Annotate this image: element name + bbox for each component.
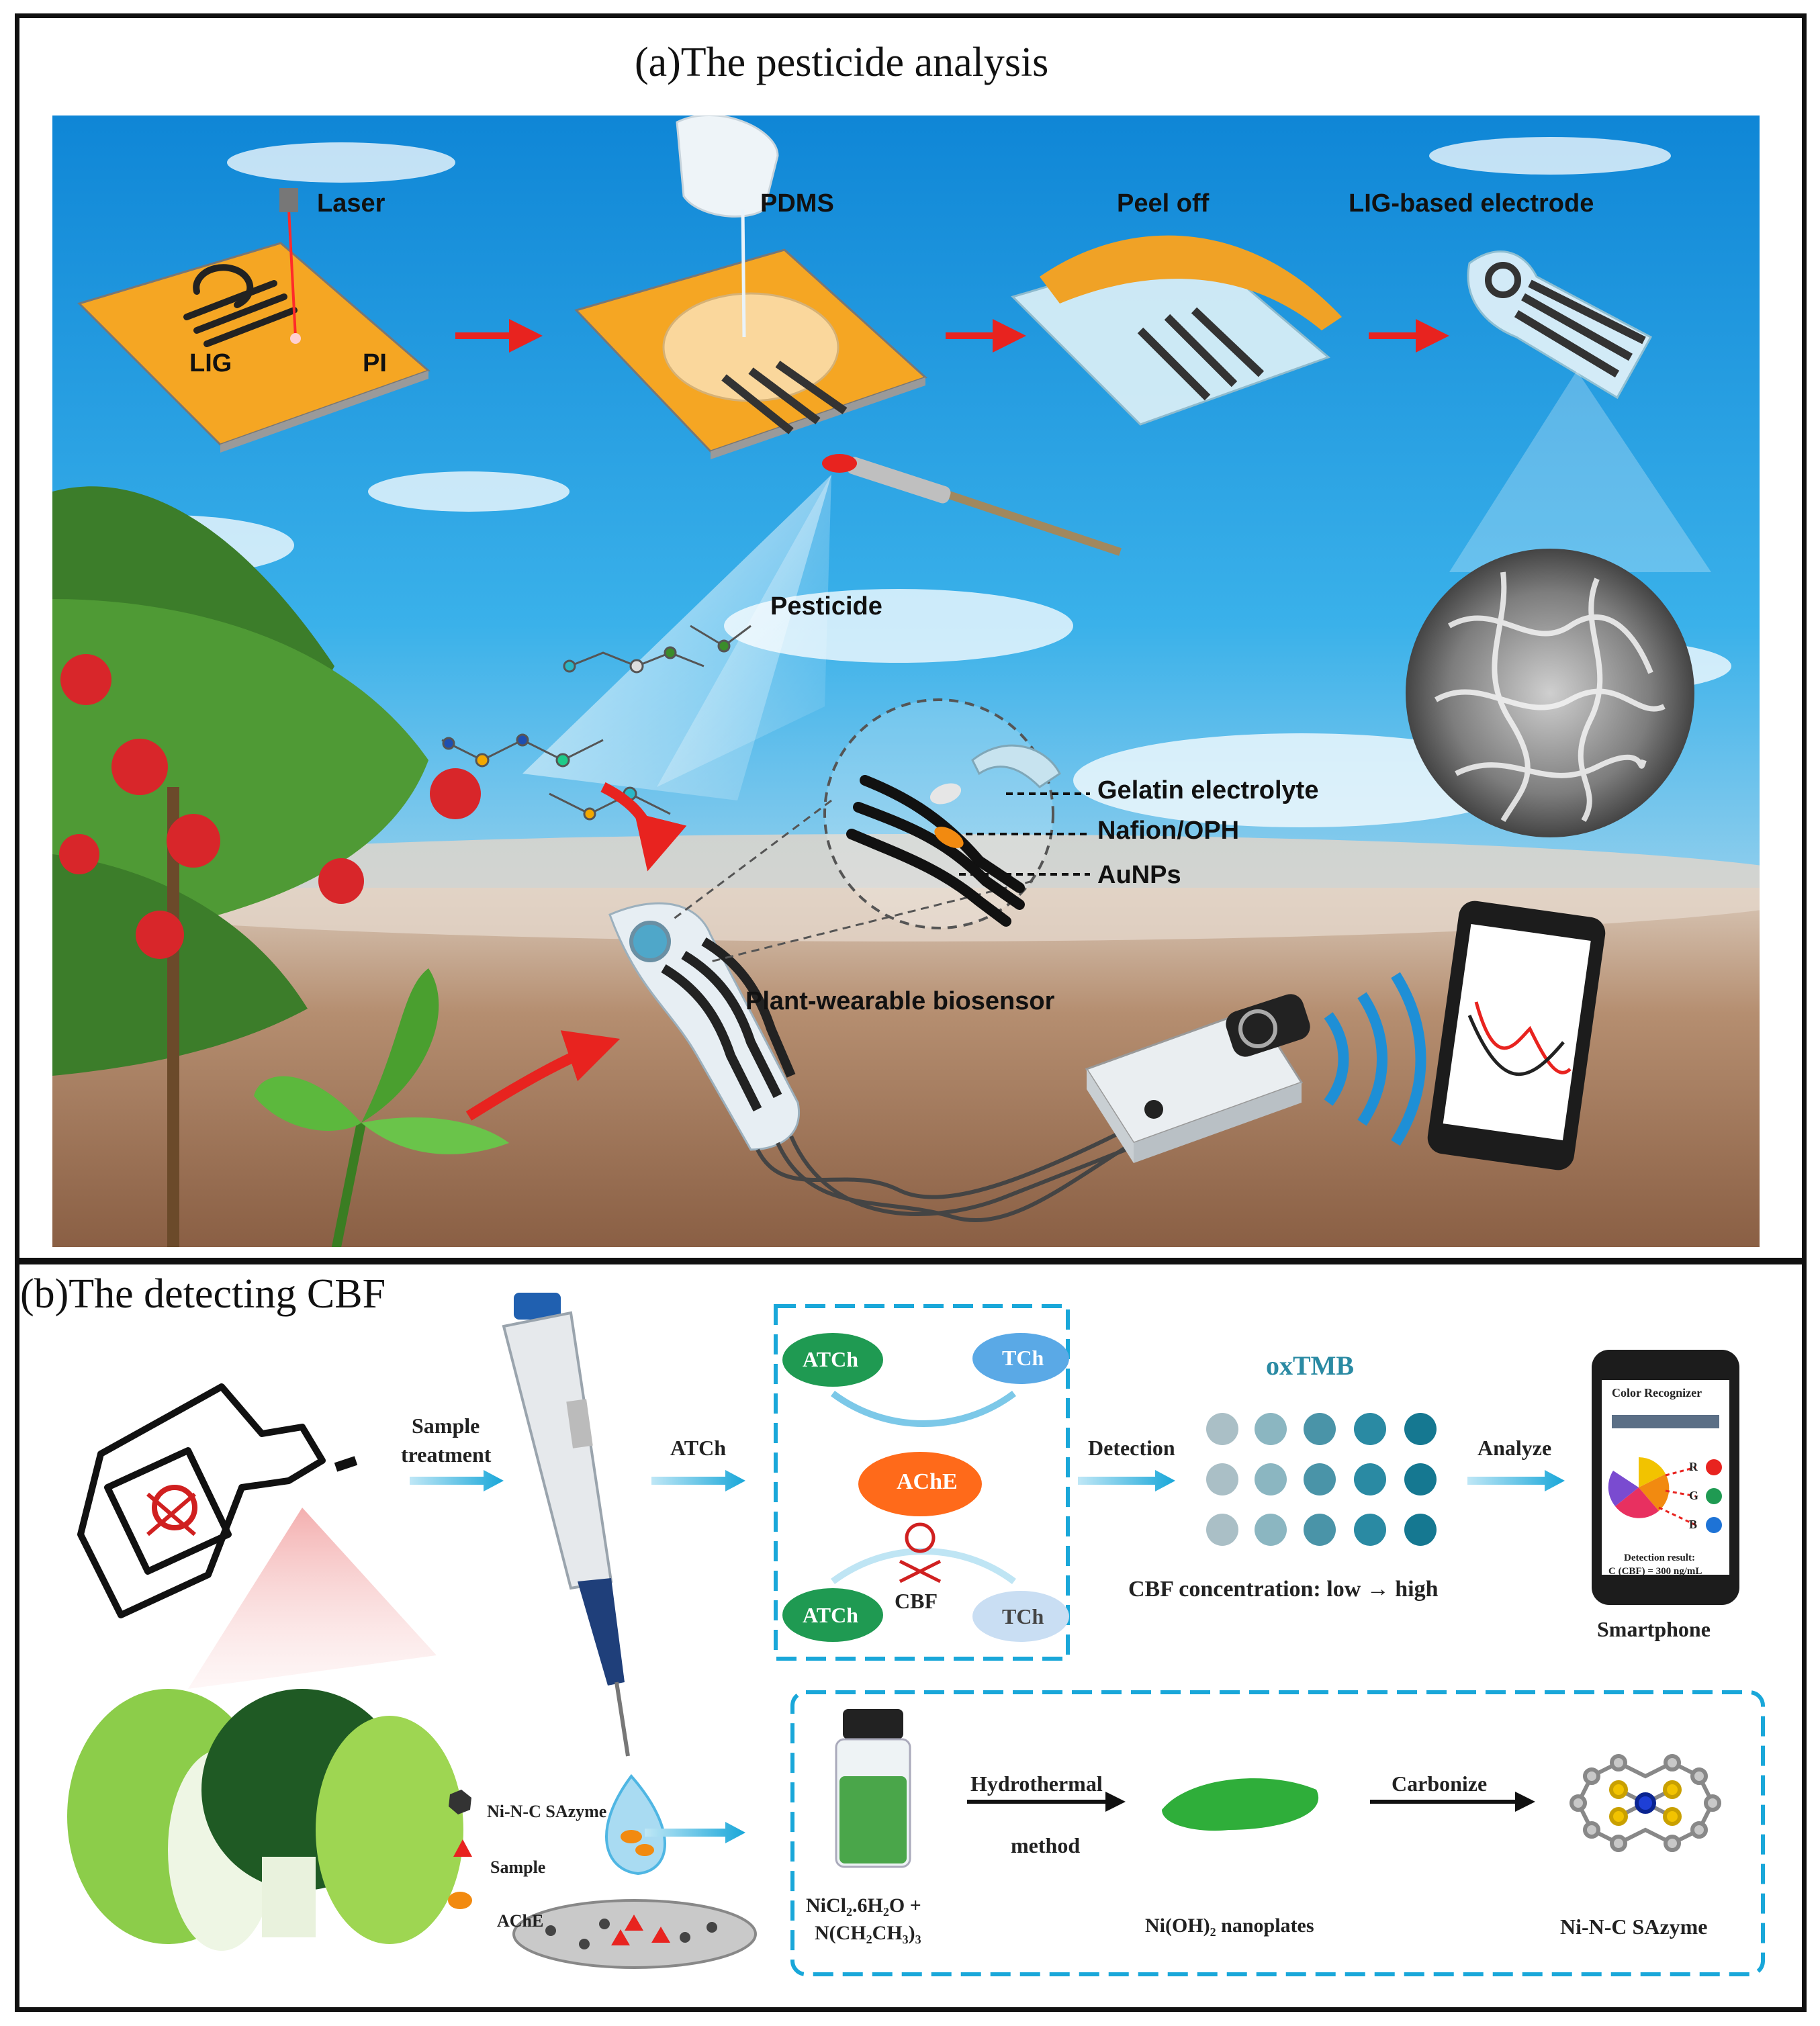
method-label: method (1011, 1833, 1081, 1857)
step-lig-electrode-label: LIG-based electrode (1349, 189, 1594, 218)
biosensor-strip (608, 902, 1195, 1222)
pi-label: PI (363, 349, 387, 377)
panel-b-title: (b)The detecting CBF (20, 1271, 386, 1317)
hydrothermal-label: Hydrothermal (970, 1771, 1103, 1796)
channel-g-label: G (1689, 1489, 1699, 1502)
cbf-label: CBF (895, 1589, 938, 1613)
nanoplates (1162, 1778, 1319, 1831)
step-laser-label: Laser (317, 189, 385, 218)
panel-b-frame (15, 1260, 1807, 2012)
atch-top-label: ATCh (803, 1347, 858, 1371)
analyze-label: Analyze (1477, 1436, 1552, 1460)
step-peel-off-label: Peel off (1117, 189, 1210, 218)
biosensor-label: Plant-wearable biosensor (745, 987, 1055, 1015)
phone-graph (1427, 901, 1606, 1170)
layer-aunps-label: AuNPs (1097, 861, 1181, 889)
seedling (254, 968, 509, 1247)
skull-icon (899, 1522, 942, 1583)
app-title: Color Recognizer (1612, 1386, 1702, 1399)
oxtmb-dot-grid (1206, 1413, 1437, 1546)
oxtmb-label: oxTMB (1266, 1350, 1355, 1381)
apple-tree (52, 486, 481, 1247)
concentration-label: CBF concentration: low → high (1128, 1577, 1439, 1602)
laser-substrate (77, 188, 430, 453)
nanoplates-label: Ni(OH)₂ nanoplates (1145, 1915, 1314, 1937)
carbonize-label: Carbonize (1392, 1771, 1488, 1796)
result-line-2: C (CBF) = 300 ng/mL (1608, 1566, 1702, 1577)
detection-label: Detection (1088, 1436, 1175, 1460)
smartphone-caption: Smartphone (1597, 1617, 1711, 1641)
sample-treatment-label-2: treatment (401, 1442, 492, 1467)
pesticide-label: Pesticide (770, 592, 882, 620)
reagent-line-2: N(CH₂CH₃)₃ (815, 1922, 921, 1944)
ache-label: AChE (897, 1469, 958, 1494)
tch-top-label: TCh (1002, 1346, 1044, 1370)
step-pdms-label: PDMS (760, 189, 834, 218)
panel-a-illustration (52, 116, 1760, 1247)
smartphone (1592, 1350, 1739, 1605)
tch-bottom-label: TCh (1002, 1604, 1044, 1628)
sample-treatment-label-1: Sample (412, 1414, 480, 1438)
zoom-detail (823, 698, 1054, 929)
layer-nafion-label: Nafion/OPH (1097, 817, 1240, 845)
pdms-substrate (574, 116, 927, 459)
reagent-line-1: NiCl₂.6H₂O + (806, 1894, 921, 1917)
peel-substrate (1011, 235, 1342, 426)
lig-label: LIG (189, 349, 232, 377)
layer-gelatin-label: Gelatin electrolyte (1097, 776, 1319, 804)
vegetables (67, 1689, 463, 1951)
reaction-box (774, 1304, 1070, 1661)
atch-arrow-label: ATCh (670, 1436, 726, 1460)
atch-bottom-label: ATCh (803, 1603, 858, 1627)
pipette (502, 1293, 666, 1876)
legend-sample-label: Sample (490, 1857, 546, 1877)
pesticide-molecules (441, 625, 752, 821)
sazyme-label: Ni-N-C SAzyme (1560, 1915, 1708, 1939)
channel-r-label: R (1689, 1460, 1698, 1473)
legend-sazyme-label: Ni-N-C SAzyme (487, 1802, 607, 1821)
potentiostat-device (1085, 994, 1310, 1163)
vial (835, 1709, 911, 1868)
spray-bottle (77, 1383, 358, 1618)
result-line-1: Detection result: (1624, 1553, 1695, 1563)
sprayer (822, 454, 1122, 556)
legend-ache-label: AChE (497, 1911, 544, 1931)
panel-b-illustration (67, 1293, 1765, 1976)
sazyme-molecule (1569, 1754, 1721, 1852)
lig-electrode (1449, 250, 1711, 572)
channel-b-label: B (1689, 1518, 1698, 1531)
reaction-clouds (782, 1333, 1069, 1642)
panel-a-title: (a)The pesticide analysis (635, 40, 1049, 85)
